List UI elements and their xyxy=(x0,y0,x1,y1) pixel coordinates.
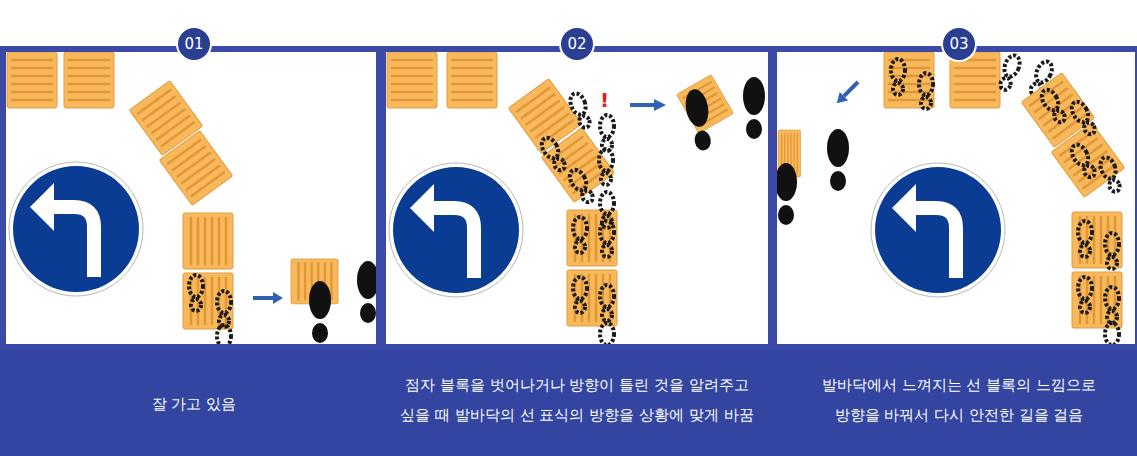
caption-text: 발바닥에서 느껴지는 선 블록의 느낌으로 방향을 바꿔서 다시 안전한 길을 … xyxy=(799,370,1119,430)
footprint xyxy=(683,87,715,152)
step-number-circle: 02 xyxy=(559,26,595,62)
footprint-print xyxy=(573,277,587,313)
footprint-print xyxy=(600,285,614,321)
panel-frame xyxy=(0,46,1137,350)
footprint xyxy=(827,129,849,191)
footprint-print xyxy=(600,115,614,151)
step-number: 03 xyxy=(949,37,968,52)
direction-arrow xyxy=(253,292,283,304)
footprint-print xyxy=(1078,277,1092,313)
step-number-circle: 01 xyxy=(176,26,212,62)
footprint-print xyxy=(217,291,231,327)
tactile-block xyxy=(447,52,497,108)
footprint-print xyxy=(599,149,613,185)
tactile-block xyxy=(183,213,233,269)
tactile-block xyxy=(159,131,232,206)
panel-1-art xyxy=(7,52,379,361)
footprint-print xyxy=(189,275,203,311)
road-sign xyxy=(389,163,523,297)
caption-text: 점자 블록을 벗어나거나 방향이 틀린 것을 알려주고 싶을 때 발바닥의 선 … xyxy=(387,370,767,430)
caption-text: 잘 가고 있음 xyxy=(151,389,237,419)
footprint-print xyxy=(1105,287,1119,323)
tactile-block xyxy=(567,270,617,326)
footprint-print xyxy=(891,59,905,95)
footprint xyxy=(743,77,765,139)
tactile-block xyxy=(7,52,57,108)
panel-2-art xyxy=(387,52,765,359)
footprint xyxy=(309,281,331,343)
tactile-block xyxy=(387,52,437,108)
footprint-print xyxy=(1068,142,1098,180)
footprint-print xyxy=(1078,221,1092,257)
footprint-print xyxy=(1098,155,1123,194)
tactile-block xyxy=(183,273,233,329)
footprint-print xyxy=(566,167,596,205)
footprint-print xyxy=(1038,87,1068,125)
road-sign xyxy=(9,162,143,296)
tactile-block xyxy=(1072,212,1122,268)
alert-mark: ! xyxy=(599,89,610,111)
footprint xyxy=(775,163,797,225)
tactile-block xyxy=(64,52,114,108)
direction-arrow xyxy=(833,78,863,108)
tactile-block xyxy=(567,210,617,266)
step-number-circle: 03 xyxy=(941,26,977,62)
tactile-block xyxy=(884,52,934,108)
tactile-block xyxy=(1072,272,1122,328)
footprint xyxy=(357,261,379,323)
footprint-print xyxy=(919,73,933,109)
step-number: 02 xyxy=(567,37,586,52)
footprint-print xyxy=(573,217,587,253)
footprint-print xyxy=(997,53,1022,92)
caption-band xyxy=(0,350,1137,456)
direction-arrow xyxy=(630,99,666,111)
footprint-print xyxy=(600,221,614,257)
footprint-print xyxy=(1105,233,1119,269)
step-number: 01 xyxy=(184,37,203,52)
footprint-print xyxy=(568,91,593,130)
footprint-print xyxy=(538,135,568,173)
footprint-print xyxy=(1068,99,1098,137)
road-sign xyxy=(871,163,1005,297)
panel-3-art xyxy=(775,52,1125,359)
